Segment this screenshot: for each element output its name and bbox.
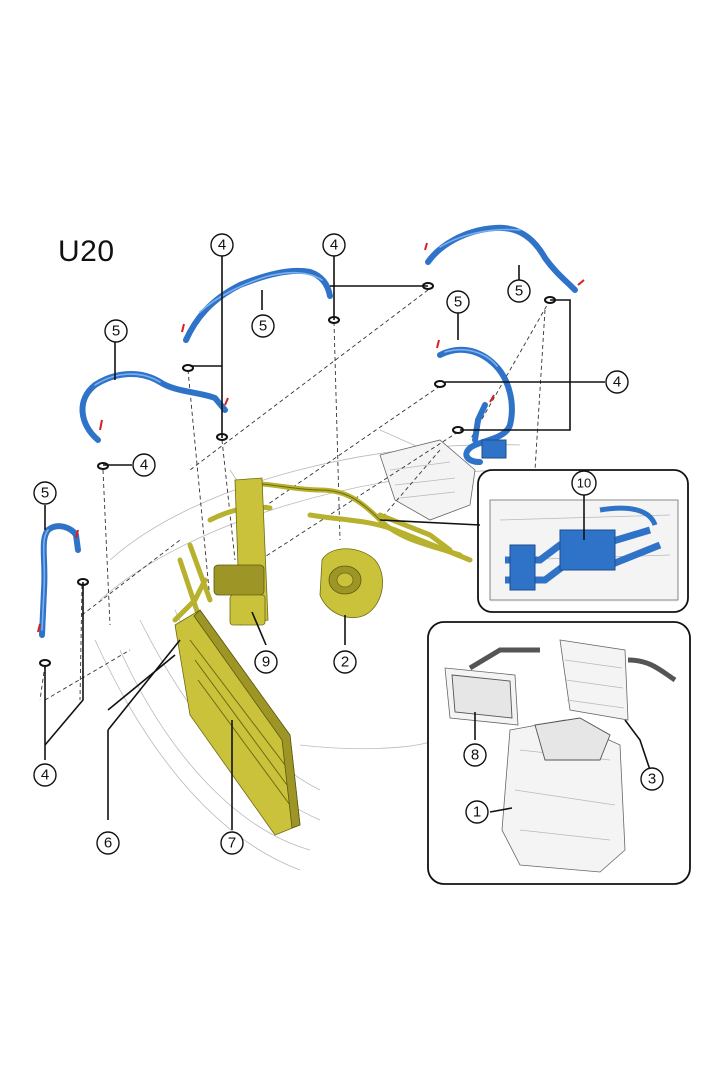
- callout-5-upper-left: 5: [104, 319, 128, 343]
- callout-4-top-center: 4: [322, 233, 346, 257]
- alignment-lines: [39, 289, 551, 701]
- callout-4-top-left: 4: [210, 233, 234, 257]
- hose-set-left: [37, 523, 81, 638]
- leader-lines: [44, 250, 651, 830]
- callout-6: 6: [96, 831, 120, 855]
- side-piping: [172, 512, 453, 623]
- receiver-drier: [213, 477, 269, 626]
- svg-text:3: 3: [648, 771, 656, 788]
- condenser: [174, 609, 301, 836]
- hose-right: [436, 339, 515, 465]
- svg-text:1: 1: [473, 804, 481, 821]
- hose-upper-right: [424, 224, 585, 293]
- inset-piping-detail: [477, 469, 689, 613]
- callout-10: 10: [571, 470, 597, 496]
- compressor: [319, 548, 383, 619]
- svg-text:10: 10: [577, 476, 591, 491]
- callout-7: 7: [220, 831, 244, 855]
- svg-text:5: 5: [515, 283, 523, 300]
- evaporator-shape: [559, 639, 677, 721]
- cooling-unit-shape: [501, 717, 626, 873]
- svg-text:8: 8: [471, 747, 479, 764]
- callout-5-upper-center: 5: [251, 314, 275, 338]
- svg-text:4: 4: [41, 767, 49, 784]
- hose-upper-center: [181, 267, 333, 343]
- inset-hvac-unit: [427, 621, 691, 885]
- svg-text:2: 2: [341, 654, 349, 671]
- engine-block: [379, 439, 476, 521]
- callout-4-right: 4: [605, 370, 629, 394]
- callout-3: 3: [640, 767, 664, 791]
- callout-1: 1: [465, 800, 489, 824]
- svg-text:4: 4: [613, 374, 621, 391]
- callout-4-bottom-left: 4: [33, 763, 57, 787]
- callout-2: 2: [333, 650, 357, 674]
- callout-5-right: 5: [446, 290, 470, 314]
- callout-4-left: 4: [132, 453, 156, 477]
- callout-5-upper-right: 5: [507, 279, 531, 303]
- svg-text:5: 5: [41, 485, 49, 502]
- callout-5-left: 5: [33, 481, 57, 505]
- refrigerant-pipes: [177, 481, 473, 623]
- callout-9: 9: [254, 650, 278, 674]
- svg-text:5: 5: [112, 323, 120, 340]
- svg-text:5: 5: [454, 294, 462, 311]
- svg-text:4: 4: [218, 237, 226, 254]
- model-title: U20: [58, 235, 115, 268]
- svg-text:6: 6: [104, 835, 112, 852]
- hose-upper-left: [79, 371, 229, 443]
- svg-text:5: 5: [259, 318, 267, 335]
- svg-text:9: 9: [262, 654, 270, 671]
- heater-core-shape: [444, 647, 540, 726]
- svg-text:4: 4: [330, 237, 338, 254]
- svg-text:7: 7: [228, 835, 236, 852]
- callout-8: 8: [463, 743, 487, 767]
- svg-text:4: 4: [140, 457, 148, 474]
